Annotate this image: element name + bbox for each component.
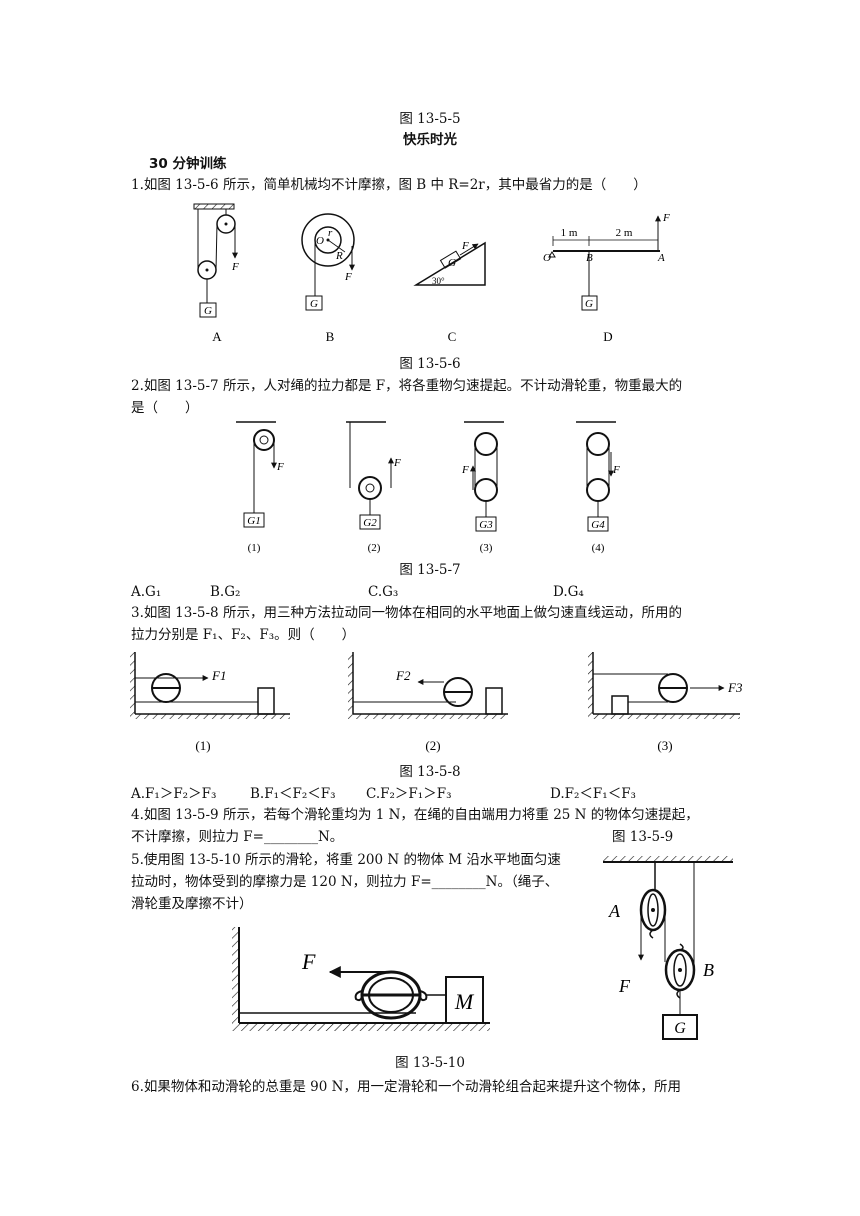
figure-13-5-7: F G1 (1) F G2 (2) F G3 (3) F bbox=[236, 421, 620, 554]
q3-option-d: D.F₂＜F₁＜F₃ bbox=[550, 786, 636, 802]
question-4-text-line1: 4.如图 13-5-9 所示，若每个滑轮重均为 1 N，在绳的自由端用力将重 2… bbox=[131, 807, 699, 823]
fig9-f-label: F bbox=[618, 976, 631, 996]
question-5-text-line1: 5.使用图 13-5-10 所示的滑轮，将重 200 N 的物体 M 沿水平地面… bbox=[131, 852, 561, 868]
q3-option-b: B.F₁＜F₂＜F₃ bbox=[250, 786, 336, 802]
question-4-text-line2: 不计摩擦，则拉力 F=________N。 bbox=[131, 829, 344, 845]
figure-13-5-8: F1 (1) F2 (2) F3 (3) bbox=[130, 652, 743, 753]
fig-b-r-label: r bbox=[328, 227, 333, 239]
fig10-m-label: M bbox=[454, 989, 475, 1014]
pull-setup-3: F3 (3) bbox=[588, 652, 743, 753]
question-3-text-line2: 拉力分别是 F₁、F₂、F₃。则（ ） bbox=[131, 627, 356, 643]
fig-d-b-label: B bbox=[586, 252, 593, 264]
q2-option-a: A.G₁ bbox=[131, 584, 162, 600]
fig9-g-label: G bbox=[674, 1020, 686, 1037]
pulley-setup-4: F G4 (4) bbox=[576, 421, 620, 554]
fig-a-f-label: F bbox=[231, 261, 239, 273]
fig-a-g-label: G bbox=[204, 305, 212, 317]
question-5-text-line3: 滑轮重及摩擦不计） bbox=[131, 896, 253, 912]
fig-c-f-label: F bbox=[461, 240, 469, 252]
setup-label-1: (1) bbox=[248, 542, 261, 554]
q3-option-c: C.F₂＞F₁＞F₃ bbox=[366, 786, 452, 802]
pull-2-force-label: F2 bbox=[395, 668, 411, 683]
pulley-setup-1: F G1 (1) bbox=[236, 421, 284, 554]
pull-label-1: (1) bbox=[195, 738, 210, 753]
fig-d-dist-1: 1 m bbox=[561, 227, 578, 239]
weight-g4: G4 bbox=[591, 519, 605, 531]
fig-label-d: D bbox=[603, 329, 612, 344]
setup-4-f-label: F bbox=[612, 464, 620, 476]
weight-g3: G3 bbox=[479, 519, 493, 531]
fig-d-o-label: O bbox=[543, 252, 551, 264]
figure-13-5-6-caption: 图 13-5-6 bbox=[399, 356, 461, 372]
question-2-text-line2: 是（ ） bbox=[131, 400, 199, 416]
fig-d-a-label: A bbox=[657, 252, 665, 264]
fig-b-o-label: O bbox=[316, 235, 324, 247]
pull-setup-1: F1 (1) bbox=[130, 652, 290, 753]
fig-b-big-r-label: R bbox=[335, 250, 343, 262]
figure-13-5-9-caption: 图 13-5-9 bbox=[612, 829, 674, 845]
fig9-a-label: A bbox=[608, 901, 621, 921]
pulley-setup-2: F G2 (2) bbox=[346, 421, 401, 554]
fig-label-b: B bbox=[326, 329, 335, 344]
fig-label-a: A bbox=[212, 329, 222, 344]
fig9-b-label: B bbox=[703, 960, 714, 980]
figure-b-wheel-axle: G O r R F B bbox=[301, 213, 355, 344]
setup-1-f-label: F bbox=[276, 461, 284, 473]
fig-label-c: C bbox=[448, 329, 457, 344]
q2-option-d: D.G₄ bbox=[553, 584, 584, 600]
pulley-setup-3: F G3 (3) bbox=[461, 421, 504, 554]
top-figure-caption: 图 13-5-5 bbox=[399, 111, 461, 127]
pull-1-force-label: F1 bbox=[211, 668, 226, 683]
figure-d-lever: G 1 m 2 m O B A F D bbox=[543, 212, 670, 344]
figure-13-5-7-caption: 图 13-5-7 bbox=[399, 562, 461, 578]
q2-option-c: C.G₃ bbox=[368, 584, 399, 600]
pull-label-2: (2) bbox=[425, 738, 440, 753]
q3-option-a: A.F₁＞F₂＞F₃ bbox=[131, 786, 217, 802]
question-2-text-line1: 2.如图 13-5-7 所示，人对绳的拉力都是 F，将各重物匀速提起。不计动滑轮… bbox=[131, 378, 683, 394]
question-5-text-line2: 拉动时，物体受到的摩擦力是 120 N，则拉力 F=________N。（绳子、 bbox=[131, 874, 559, 890]
section-title: 快乐时光 bbox=[403, 132, 457, 148]
figure-13-5-10-caption: 图 13-5-10 bbox=[395, 1055, 465, 1071]
figure-13-5-10: F M bbox=[232, 927, 490, 1031]
fig-d-g-label: G bbox=[585, 298, 593, 310]
figure-13-5-6: G F A G O r R F B F G 30° C G bbox=[193, 203, 670, 344]
figure-13-5-9: G A B F bbox=[603, 856, 733, 1040]
setup-3-f-label: F bbox=[461, 464, 469, 476]
setup-2-f-label: F bbox=[393, 457, 401, 469]
figure-a-pulley-system: G F A bbox=[193, 203, 239, 344]
weight-g1: G1 bbox=[247, 515, 260, 527]
figure-13-5-8-caption: 图 13-5-8 bbox=[399, 764, 461, 780]
fig-c-angle-label: 30° bbox=[432, 276, 445, 286]
fig-b-g-label: G bbox=[310, 298, 318, 310]
setup-label-2: (2) bbox=[368, 542, 381, 554]
question-6-text: 6.如果物体和动滑轮的总重是 90 N，用一定滑轮和一个动滑轮组合起来提升这个物… bbox=[131, 1079, 681, 1095]
fig-c-g-label: G bbox=[448, 257, 456, 269]
fig-d-dist-2: 2 m bbox=[616, 227, 633, 239]
q2-option-b: B.G₂ bbox=[210, 584, 241, 600]
setup-label-3: (3) bbox=[480, 542, 493, 554]
question-3-text-line1: 3.如图 13-5-8 所示，用三种方法拉动同一物体在相同的水平地面上做匀速直线… bbox=[131, 605, 682, 621]
fig10-f-label: F bbox=[301, 949, 316, 974]
pull-3-force-label: F3 bbox=[727, 680, 743, 695]
figure-c-incline: F G 30° C bbox=[413, 240, 486, 344]
pull-label-3: (3) bbox=[657, 738, 672, 753]
fig-b-f-label: F bbox=[344, 271, 352, 283]
question-1-text: 1.如图 13-5-6 所示，简单机械均不计摩擦，图 B 中 R=2r，其中最省… bbox=[131, 177, 647, 193]
pull-setup-2: F2 (2) bbox=[348, 652, 508, 753]
fig-d-f-label: F bbox=[662, 212, 670, 224]
subsection-title: 30 分钟训练 bbox=[149, 156, 227, 172]
setup-label-4: (4) bbox=[592, 542, 605, 554]
weight-g2: G2 bbox=[363, 517, 377, 529]
